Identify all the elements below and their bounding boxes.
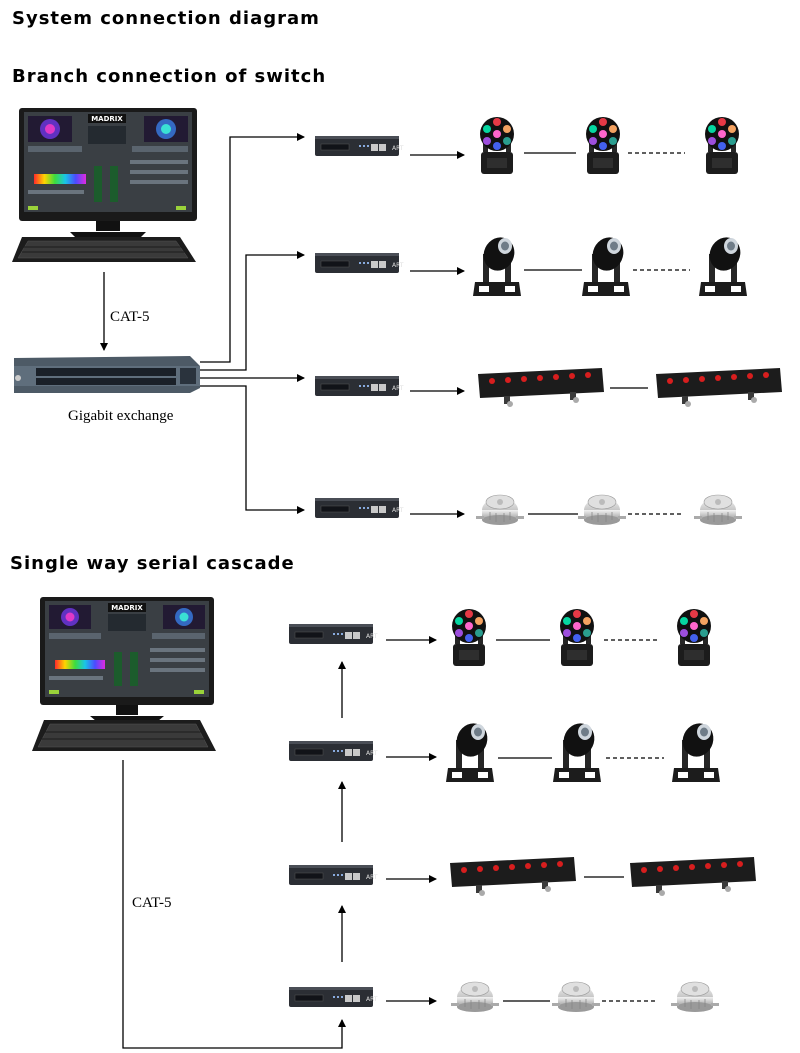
network-switch-icon — [14, 356, 200, 393]
led-pod-icon — [551, 981, 601, 1013]
spot-moving-head-icon — [473, 232, 521, 296]
spot-moving-head-icon — [446, 718, 494, 782]
led-bar-icon — [450, 857, 576, 896]
switch-label: Gigabit exchange — [68, 408, 174, 424]
led-bar-icon — [656, 368, 782, 407]
dmx-controller-icon — [288, 740, 379, 762]
dmx-controller-icon — [314, 375, 405, 397]
led-pod-icon — [693, 494, 743, 526]
section-heading-cascade: Single way serial cascade — [10, 553, 295, 574]
spot-moving-head-icon — [699, 232, 747, 296]
led-bar-icon — [478, 368, 604, 407]
led-moving-head-icon — [560, 609, 594, 666]
spot-moving-head-icon — [553, 718, 601, 782]
led-moving-head-icon — [586, 117, 620, 174]
screen-brand-bottom: MADRIX — [111, 604, 143, 612]
section-heading-switch: Branch connection of switch — [12, 66, 327, 87]
branch-wire-2 — [200, 251, 305, 371]
monitor-icon: MADRIX — [19, 108, 197, 238]
monitor-icon: MADRIX — [40, 597, 214, 721]
keyboard-icon — [12, 237, 196, 262]
page-title: System connection diagram — [12, 8, 320, 29]
spot-moving-head-icon — [582, 232, 630, 296]
led-moving-head-icon — [705, 117, 739, 174]
computer-bottom: MADRIX — [32, 597, 216, 751]
led-pod-icon — [475, 494, 525, 526]
screen-brand-top: MADRIX — [91, 115, 123, 123]
branch-wire-1 — [200, 133, 305, 363]
led-pod-icon — [577, 494, 627, 526]
led-moving-head-icon — [677, 609, 711, 666]
spot-moving-head-icon — [672, 718, 720, 782]
led-moving-head-icon — [480, 117, 514, 174]
cable-label-top: CAT-5 — [110, 309, 150, 325]
led-moving-head-icon — [452, 609, 486, 666]
dmx-controller-icon — [314, 497, 405, 519]
dmx-controller-icon — [288, 623, 379, 645]
cable-label-bottom: CAT-5 — [132, 895, 172, 911]
led-bar-icon — [630, 857, 756, 896]
led-pod-icon — [670, 981, 720, 1013]
keyboard-icon — [32, 720, 216, 751]
computer-top: MADRIX — [12, 108, 197, 262]
branch-wire-4 — [200, 385, 305, 514]
dmx-controller-icon — [314, 135, 405, 157]
cable-wire-bottom — [122, 760, 346, 1049]
dmx-controller-icon — [288, 986, 379, 1008]
dmx-controller-icon — [288, 864, 379, 886]
dmx-controller-icon — [314, 252, 405, 274]
led-pod-icon — [450, 981, 500, 1013]
